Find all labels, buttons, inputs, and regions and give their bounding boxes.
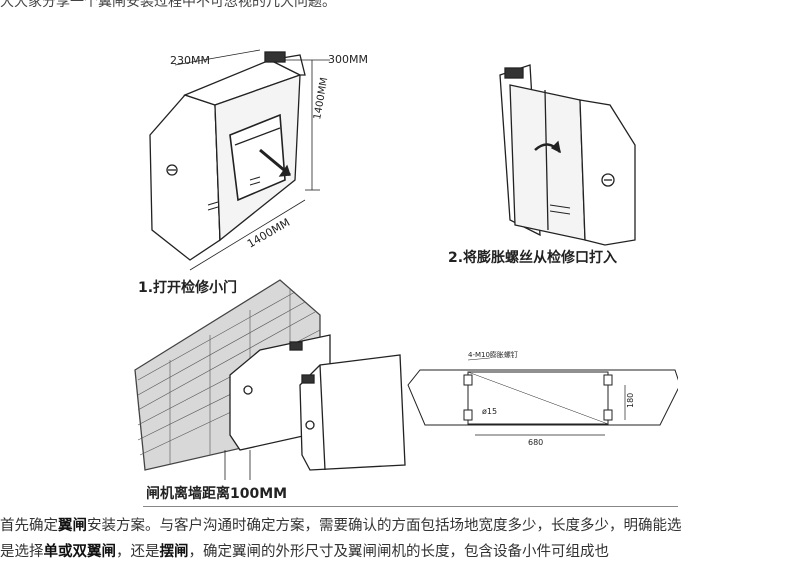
separator-line xyxy=(143,506,678,507)
step2-caption: 2.将膨胀螺丝从检修口打入 xyxy=(448,249,617,266)
wall-distance-caption: 闸机离墙距离100MM xyxy=(146,485,287,502)
keyword-link[interactable]: 单或双翼闸 xyxy=(43,544,117,560)
keyword-link[interactable]: 摆闸 xyxy=(159,544,189,560)
paragraph-line-1: 首先确定翼闸安装方案。与客户沟通时确定方案，需要确认的方面包括场地宽度多少，长度… xyxy=(0,514,682,535)
depth-label: 180 xyxy=(626,393,635,408)
text-segment: 首先确定 xyxy=(0,518,58,534)
intro-text: 大大家分享一个翼闸安装过程中不可忽视的几大问题。 xyxy=(0,0,336,10)
dim-height: 1400MM xyxy=(312,77,330,121)
width-label: 680 xyxy=(528,438,543,447)
text-segment: 是选择 xyxy=(0,544,44,560)
keyword-link[interactable]: 翼闸 xyxy=(58,518,87,534)
bolt-label: 4-M10膨胀螺钉 xyxy=(468,350,518,359)
gate-expansion-bolt-drawing: 2.将膨胀螺丝从检修口打入 xyxy=(448,64,636,266)
dia-label: ø15 xyxy=(482,407,497,416)
footprint-plan-drawing: 4-M10膨胀螺钉 ø15 680 180 xyxy=(407,350,678,447)
text-segment: 安装方案。与客户沟通时确定方案，需要确认的方面包括场地宽度多少，长度多少，明确能… xyxy=(87,518,682,534)
dim-top-right: 300MM xyxy=(328,53,368,66)
installation-diagram: 230MM 300MM 1400MM 1400MM 1.打开检修小门 2.将膨胀… xyxy=(130,30,678,510)
step1-caption: 1.打开检修小门 xyxy=(138,279,237,296)
gate-open-door-drawing: 230MM 300MM 1400MM 1400MM 1.打开检修小门 xyxy=(138,49,368,296)
wall-gate-drawing: 闸机离墙距离100MM xyxy=(134,279,406,502)
dim-length: 1400MM xyxy=(245,216,292,251)
paragraph-line-2: 是选择单或双翼闸，还是摆闸，确定翼闸的外形尺寸及翼闸闸机的长度，包含设备小件可组… xyxy=(0,540,609,561)
dim-top-left: 230MM xyxy=(170,54,210,67)
text-segment: ，还是 xyxy=(116,544,160,560)
text-segment: ，确定翼闸的外形尺寸及翼闸闸机的长度，包含设备小件可组成也 xyxy=(188,544,610,560)
